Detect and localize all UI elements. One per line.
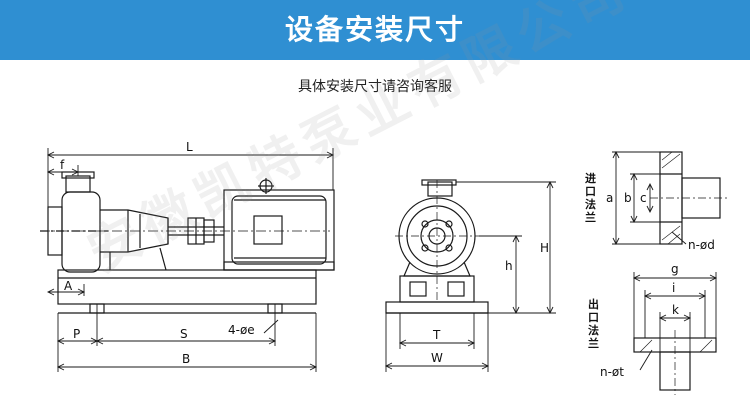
dim-label-k: k bbox=[672, 303, 679, 317]
dim-label-a: a bbox=[606, 191, 613, 205]
side-dimensions bbox=[46, 148, 335, 372]
dim-label-holes: 4-øe bbox=[228, 323, 255, 337]
dim-label-B: B bbox=[182, 352, 190, 366]
dim-label-b: b bbox=[624, 191, 632, 205]
dim-label-h: h bbox=[505, 259, 513, 273]
dim-label-T: T bbox=[432, 328, 441, 342]
inlet-flange-label: 进口法兰 bbox=[585, 172, 596, 224]
front-dimensions bbox=[384, 180, 556, 372]
dim-label-H: H bbox=[540, 241, 549, 255]
dim-label-nt: n-øt bbox=[600, 365, 624, 379]
inlet-flange-drawing bbox=[612, 150, 728, 246]
page-subtitle: 具体安装尺寸请咨询客服 bbox=[298, 79, 452, 95]
header-banner bbox=[0, 0, 750, 60]
dim-label-g: g bbox=[671, 262, 679, 276]
dim-label-A: A bbox=[64, 279, 73, 293]
dim-label-nd: n-ød bbox=[688, 238, 715, 252]
dim-label-L: L bbox=[186, 140, 193, 154]
page-title: 设备安装尺寸 bbox=[284, 13, 465, 46]
dim-label-W: W bbox=[431, 351, 443, 365]
dim-label-i: i bbox=[672, 281, 675, 295]
pump-front-view bbox=[385, 179, 489, 314]
outlet-flange-drawing bbox=[632, 272, 718, 395]
dim-label-S: S bbox=[180, 327, 188, 341]
dim-label-f: f bbox=[60, 158, 65, 172]
dim-label-P: P bbox=[73, 327, 80, 341]
outlet-flange-label: 出口法兰 bbox=[588, 298, 599, 350]
dim-label-c: c bbox=[640, 191, 647, 205]
